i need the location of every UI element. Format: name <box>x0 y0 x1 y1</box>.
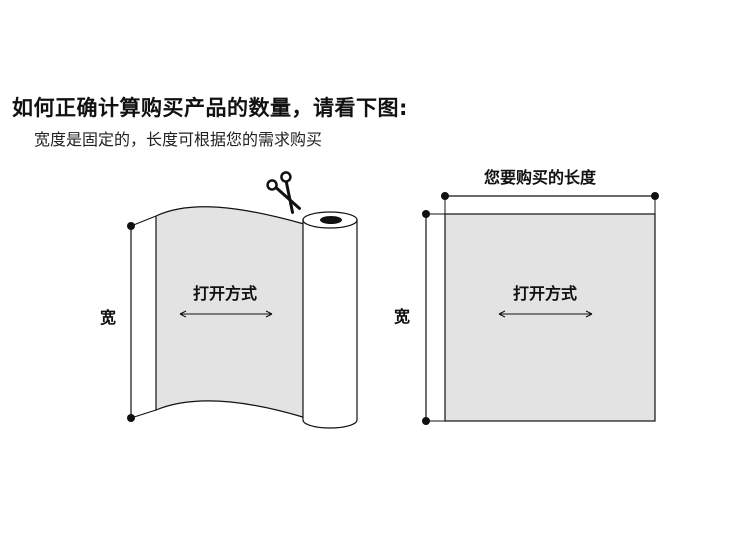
left-figure: 宽 打开方式 <box>100 171 358 429</box>
left-width-label: 宽 <box>100 308 116 327</box>
unrolled-sheet <box>155 206 307 419</box>
page-subtitle: 宽度是固定的，长度可根据您的需求购买 <box>34 130 323 149</box>
right-length-label: 您要购买的长度 <box>484 168 597 187</box>
flat-sheet <box>444 213 656 422</box>
scissors-icon <box>266 171 301 214</box>
left-open-arrow <box>179 310 273 318</box>
right-width-dimension <box>422 210 445 425</box>
right-open-arrow <box>498 310 593 318</box>
roll-cylinder <box>302 211 358 429</box>
right-open-label: 打开方式 <box>513 284 577 303</box>
right-figure: 您要购买的长度 宽 打开方式 <box>394 168 659 425</box>
right-length-dimension <box>441 192 659 214</box>
right-width-label: 宽 <box>394 307 410 326</box>
left-width-dimension <box>127 215 157 422</box>
roll-core <box>320 216 342 224</box>
left-open-label: 打开方式 <box>193 284 257 303</box>
page-title: 如何正确计算购买产品的数量，请看下图: <box>12 96 408 120</box>
